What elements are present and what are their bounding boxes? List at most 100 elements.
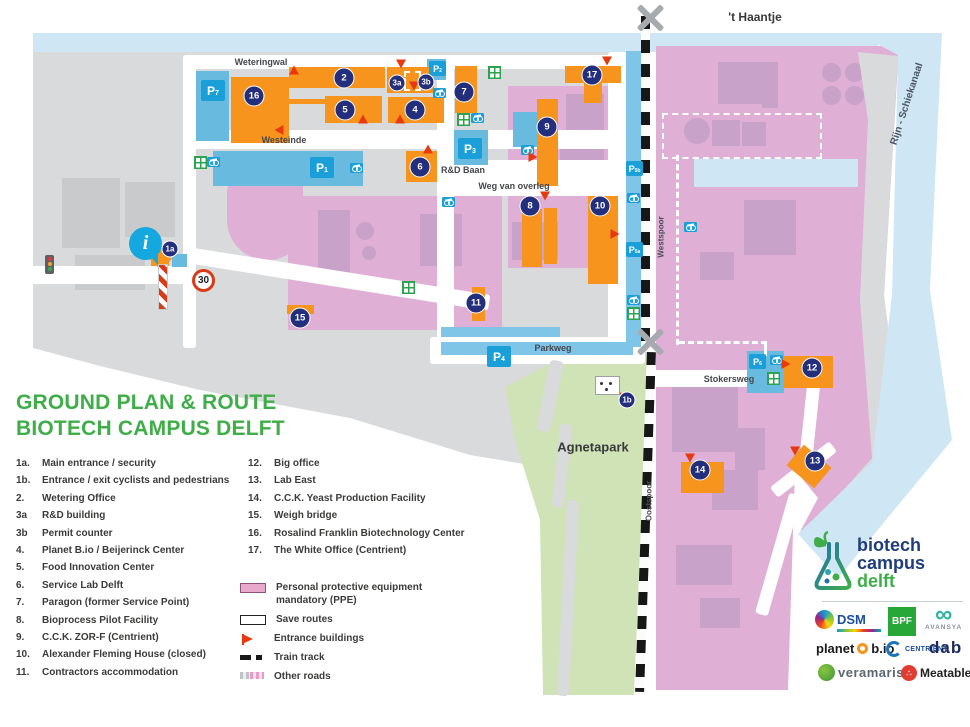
map-bb-shape	[172, 254, 187, 267]
street-label-parkweg: Parkweg	[534, 343, 572, 353]
map-pinkb-shape	[672, 382, 738, 452]
save-route	[764, 344, 770, 356]
entrance-marker-icon	[781, 359, 791, 369]
legend-symbol-save: Save routes	[240, 614, 490, 627]
map-tank-shape	[822, 63, 841, 82]
c-swirl-icon	[886, 641, 902, 657]
map-badge-11: 11	[465, 292, 487, 314]
map-road-shape	[30, 266, 187, 284]
entrance-flag-icon	[240, 633, 264, 645]
assembly-point-icon	[767, 372, 780, 385]
map-badge-4: 4	[404, 99, 426, 121]
map-pinkb-shape	[700, 598, 740, 628]
legend-item: 1a.Main entrance / security	[16, 458, 156, 469]
pedestrian-bike-crossing-icon	[595, 376, 620, 395]
map-pinkb-shape	[744, 200, 796, 255]
flask-leaf-icon	[814, 530, 852, 590]
legend-item: 1b.Entrance / exit cyclists and pedestri…	[16, 475, 230, 487]
partner-logo-bpf: BPF	[888, 607, 916, 636]
entrance-barrier-icon	[158, 264, 168, 310]
bicycle-icon	[521, 145, 534, 155]
bicycle-icon	[627, 295, 640, 305]
dsm-swirl-icon	[815, 610, 834, 629]
map-pinkb-shape	[676, 545, 732, 585]
map-badge-7: 7	[453, 81, 475, 103]
map-badge-6: 6	[409, 156, 431, 178]
entrance-marker-icon	[423, 144, 433, 154]
bicycle-icon	[433, 88, 446, 98]
legend-item: 7.Paragon (former Service Point)	[16, 597, 190, 609]
map-pinkb-shape	[356, 222, 374, 240]
map-badge-5: 5	[334, 99, 356, 121]
map-badge-12: 12	[801, 357, 823, 379]
map-badge-16: 16	[243, 85, 265, 107]
bicycle-icon	[770, 355, 783, 365]
legend-item: 8.Bioprocess Pilot Facility	[16, 614, 159, 626]
map-pinkb-shape	[700, 252, 734, 280]
map-pinkb-shape	[684, 118, 710, 144]
save-route	[662, 113, 822, 159]
map-pinkb-shape	[742, 122, 766, 146]
entrance-marker-icon	[540, 191, 550, 201]
save-route	[676, 155, 682, 345]
partner-logo-centrient: CENTRIENT	[886, 641, 948, 657]
legend-item: 13.Lab East	[248, 475, 316, 487]
map-ob-shape	[289, 99, 327, 104]
map-ob-shape	[544, 208, 557, 264]
street-label-stokersweg: Stokersweg	[703, 374, 755, 384]
street-label-oostspoor: Oostspoor	[644, 480, 654, 522]
legend-symbol-track: Train track	[240, 652, 490, 665]
speed-limit-30-sign: 30	[192, 269, 215, 292]
water-inlet	[694, 159, 858, 187]
legend-item: 5.Food Innovation Center	[16, 562, 155, 574]
legend-item: 9.C.C.K. ZOR-F (Centrient)	[16, 631, 159, 643]
area-label-agnetapark: Agnetapark	[557, 439, 629, 455]
map-tank-shape	[845, 86, 864, 105]
entrance-marker-icon	[274, 125, 284, 135]
entrance-marker-icon	[602, 56, 612, 66]
map-badge-10: 10	[589, 195, 611, 217]
map-badge-13: 13	[804, 450, 826, 472]
legend-item: 16.Rosalind Franklin Biotechnology Cente…	[248, 527, 465, 539]
other-roads-swatch	[240, 671, 264, 679]
bicycle-icon	[350, 163, 363, 173]
map-badge-2: 2	[333, 67, 355, 89]
legend-item: 10.Alexander Fleming House (closed)	[16, 649, 206, 661]
partner-logo-meatable: ∴Meatable	[901, 665, 970, 681]
map-badge-3a: 3a	[388, 74, 406, 92]
map-badge-15: 15	[289, 307, 311, 329]
entrance-marker-icon	[396, 59, 406, 69]
bicycle-icon	[207, 157, 220, 167]
legend-item: 2.Wetering Office	[16, 492, 116, 504]
building-p1	[213, 151, 363, 186]
map-pinkb-shape	[712, 120, 740, 146]
map-badge-3b: 3b	[417, 73, 435, 91]
map-badge-8: 8	[519, 195, 541, 217]
legend-item: 12.Big office	[248, 458, 320, 469]
legend-item: 6.Service Lab Delft	[16, 579, 124, 591]
bicycle-icon	[627, 193, 640, 203]
infinity-icon: ∞	[935, 601, 953, 628]
entrance-marker-icon	[395, 114, 405, 124]
save-route	[679, 341, 767, 347]
legend-item: 17.The White Office (Centrient)	[248, 544, 407, 556]
map-badge-9: 9	[536, 116, 558, 138]
ring-icon	[857, 643, 869, 654]
m-dots-icon: ∴	[901, 665, 917, 681]
assembly-point-icon	[194, 156, 207, 169]
partner-logo-dsm: DSM	[815, 610, 881, 632]
map-pinkb-shape	[735, 428, 765, 470]
map-badge-17: 17	[581, 64, 603, 86]
bicycle-icon	[471, 113, 484, 123]
map-badge-1b: 1b	[618, 391, 636, 409]
